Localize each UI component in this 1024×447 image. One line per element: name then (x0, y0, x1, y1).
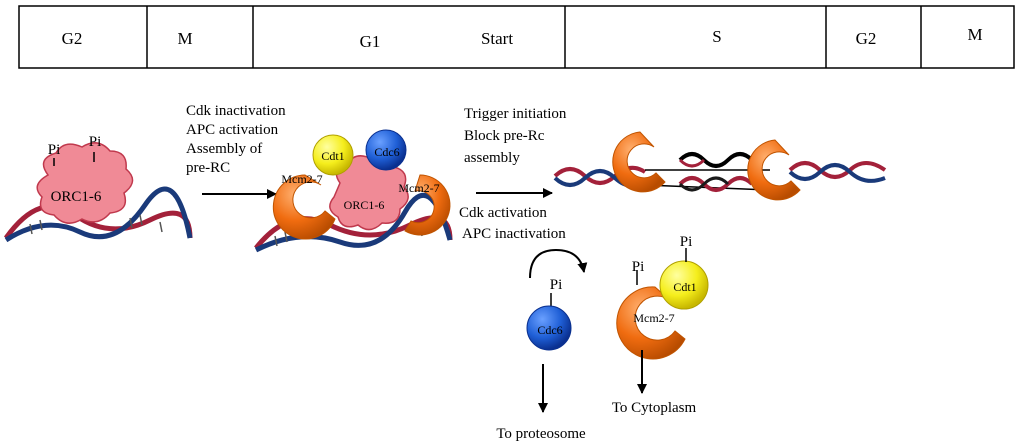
note-apc-inactivation: APC inactivation (462, 226, 566, 242)
replication-bubble (553, 131, 887, 201)
note-trigger-initiation: Trigger initiation (464, 106, 567, 122)
cdc6-free-ball (526, 305, 572, 351)
dna-helix-orc (3, 186, 193, 243)
orc-complex: ORC1-6 Pi Pi (36, 134, 134, 224)
mcm-free (616, 286, 686, 360)
cdt1-pi: Pi (680, 234, 693, 250)
cell-cycle-bar: G2 M G1 Start S G2 M (18, 5, 1015, 69)
cdt1-label: Cdt1 (321, 149, 344, 163)
note-step1: Cdk inactivation APC activation Assembly… (186, 103, 286, 176)
curved-arrow (529, 248, 588, 279)
mcm-label-left: Mcm2-7 (281, 172, 322, 186)
mcm-right (404, 174, 451, 236)
cdt1-free-ball (659, 260, 709, 310)
mcm-fork-left (612, 131, 666, 193)
pre-rc-complex: ORC1-6 Mcm2-7 Mcm2-7 Cdt1 Cdc6 (272, 129, 451, 240)
cdc6-pi: Pi (550, 277, 563, 293)
note-block-pre-rc: Block pre-Rc (464, 128, 545, 144)
cdc6-label: Cdc6 (374, 145, 399, 159)
phase-g1: G1 (360, 32, 381, 51)
proteosome-label: To proteosome (496, 426, 586, 442)
phase-g2-second: G2 (856, 29, 877, 48)
cdt1-ball (312, 134, 354, 176)
phase-m-second: M (967, 25, 982, 44)
phase-m: M (177, 29, 192, 48)
note-assembly-of: Assembly of (186, 141, 262, 157)
orc-label-prerc: ORC1-6 (344, 198, 385, 212)
mcm-fork-right (747, 139, 801, 201)
mcm-left (272, 174, 336, 240)
phase-start: Start (481, 29, 513, 48)
note-step3: Cdk activation APC inactivation (459, 205, 566, 242)
orc-pi-1: Pi (48, 142, 61, 158)
orc-label: ORC1-6 (51, 189, 102, 205)
cdc6-ball (365, 129, 407, 171)
note-apc-activation: APC activation (186, 122, 279, 138)
orc-pi-2: Pi (89, 134, 102, 150)
phase-g2: G2 (62, 29, 83, 48)
mcm-free-label: Mcm2-7 (633, 311, 674, 325)
note-cdk-inactivation: Cdk inactivation (186, 103, 286, 119)
mcm-label-right: Mcm2-7 (398, 181, 439, 195)
cdc6-free-label: Cdc6 (537, 323, 562, 337)
cdt1-free-label: Cdt1 (673, 280, 696, 294)
note-cdk-activation: Cdk activation (459, 205, 547, 221)
note-pre-rc: pre-RC (186, 160, 230, 176)
released-cdc6: Pi Cdc6 To proteosome (496, 277, 586, 442)
released-mcm-cdt1: Mcm2-7 Cdt1 Pi Pi To Cytoplasm (612, 234, 709, 416)
phase-s: S (712, 27, 721, 46)
cytoplasm-label: To Cytoplasm (612, 400, 697, 416)
note-step2: Trigger initiation Block pre-Rc assembly (464, 106, 567, 166)
note-assembly: assembly (464, 150, 520, 166)
mcm-pi: Pi (632, 259, 645, 275)
